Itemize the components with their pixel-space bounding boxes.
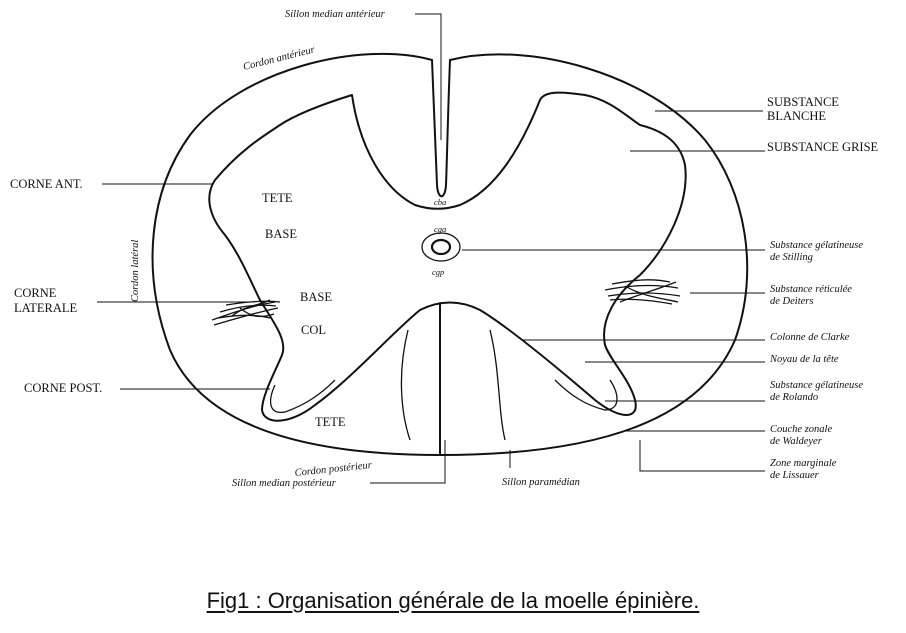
label-tete-post: TETE	[315, 415, 346, 429]
leader-sillon-median-post	[370, 440, 446, 484]
figure-caption: Fig1 : Organisation générale de la moell…	[0, 588, 906, 614]
label-substance-grise: SUBSTANCE GRISE	[767, 140, 879, 154]
left-paramedian-line	[400, 329, 411, 441]
right-paramedian-line	[489, 329, 506, 441]
label-substance-blanche-2: BLANCHE	[767, 109, 826, 123]
central-canal-outer	[421, 232, 461, 262]
label-lissauer-1: Zone marginale	[770, 458, 837, 469]
label-cgp: cgp	[432, 267, 444, 277]
spinal-cord-diagram: Sillon median antérieur Cordon antérieur…	[10, 9, 879, 489]
label-cordon-anterieur: Cordon antérieur	[242, 44, 317, 73]
label-stilling-2: de Stilling	[770, 252, 813, 263]
label-base-lat: BASE	[300, 290, 332, 304]
label-waldeyer-1: Couche zonale	[770, 424, 832, 435]
label-deiters-1: Substance réticulée	[770, 284, 852, 295]
label-deiters-2: de Deiters	[770, 296, 813, 307]
label-substance-blanche-1: SUBSTANCE	[767, 95, 839, 109]
label-cordon-lateral: Cordon latéral	[130, 240, 141, 302]
label-noyau-tete: Noyau de la tête	[769, 354, 839, 365]
label-tete-ant: TETE	[262, 191, 293, 205]
figure-caption-text: Fig1 : Organisation générale de la moell…	[206, 588, 700, 613]
leader-sillon-median-ant	[415, 13, 442, 140]
central-canal-inner	[430, 238, 452, 256]
label-clarke: Colonne de Clarke	[770, 332, 850, 343]
label-cga: cga	[434, 224, 446, 234]
label-base-ant: BASE	[265, 227, 297, 241]
label-corne-laterale-2: LATERALE	[14, 301, 78, 315]
label-sillon-paramedian: Sillon paramédian	[502, 477, 580, 488]
left-reticular-formation	[211, 299, 281, 326]
right-reticular-formation	[604, 279, 681, 305]
label-col: COL	[301, 323, 326, 337]
label-corne-laterale-1: CORNE	[14, 286, 57, 300]
label-rolando-2: de Rolando	[770, 392, 818, 403]
left-rolando-line	[269, 379, 336, 413]
label-corne-ant: CORNE ANT.	[10, 177, 83, 191]
anterior-median-fissure	[431, 59, 451, 198]
label-cba: cba	[434, 197, 446, 207]
leader-lissauer	[639, 440, 765, 472]
label-sillon-median-posterieur: Sillon median postérieur	[232, 478, 337, 489]
label-waldeyer-2: de Waldeyer	[770, 436, 823, 447]
right-rolando-line	[554, 379, 618, 411]
grey-matter-outline	[208, 91, 687, 422]
label-stilling-1: Substance gélatineuse	[770, 240, 863, 251]
label-cordon-posterieur: Cordon postérieur	[294, 460, 373, 479]
label-sillon-median-anterieur: Sillon median antérieur	[285, 9, 386, 20]
label-corne-post: CORNE POST.	[24, 381, 102, 395]
label-rolando-1: Substance gélatineuse	[770, 380, 863, 391]
label-lissauer-2: de Lissauer	[770, 470, 820, 481]
